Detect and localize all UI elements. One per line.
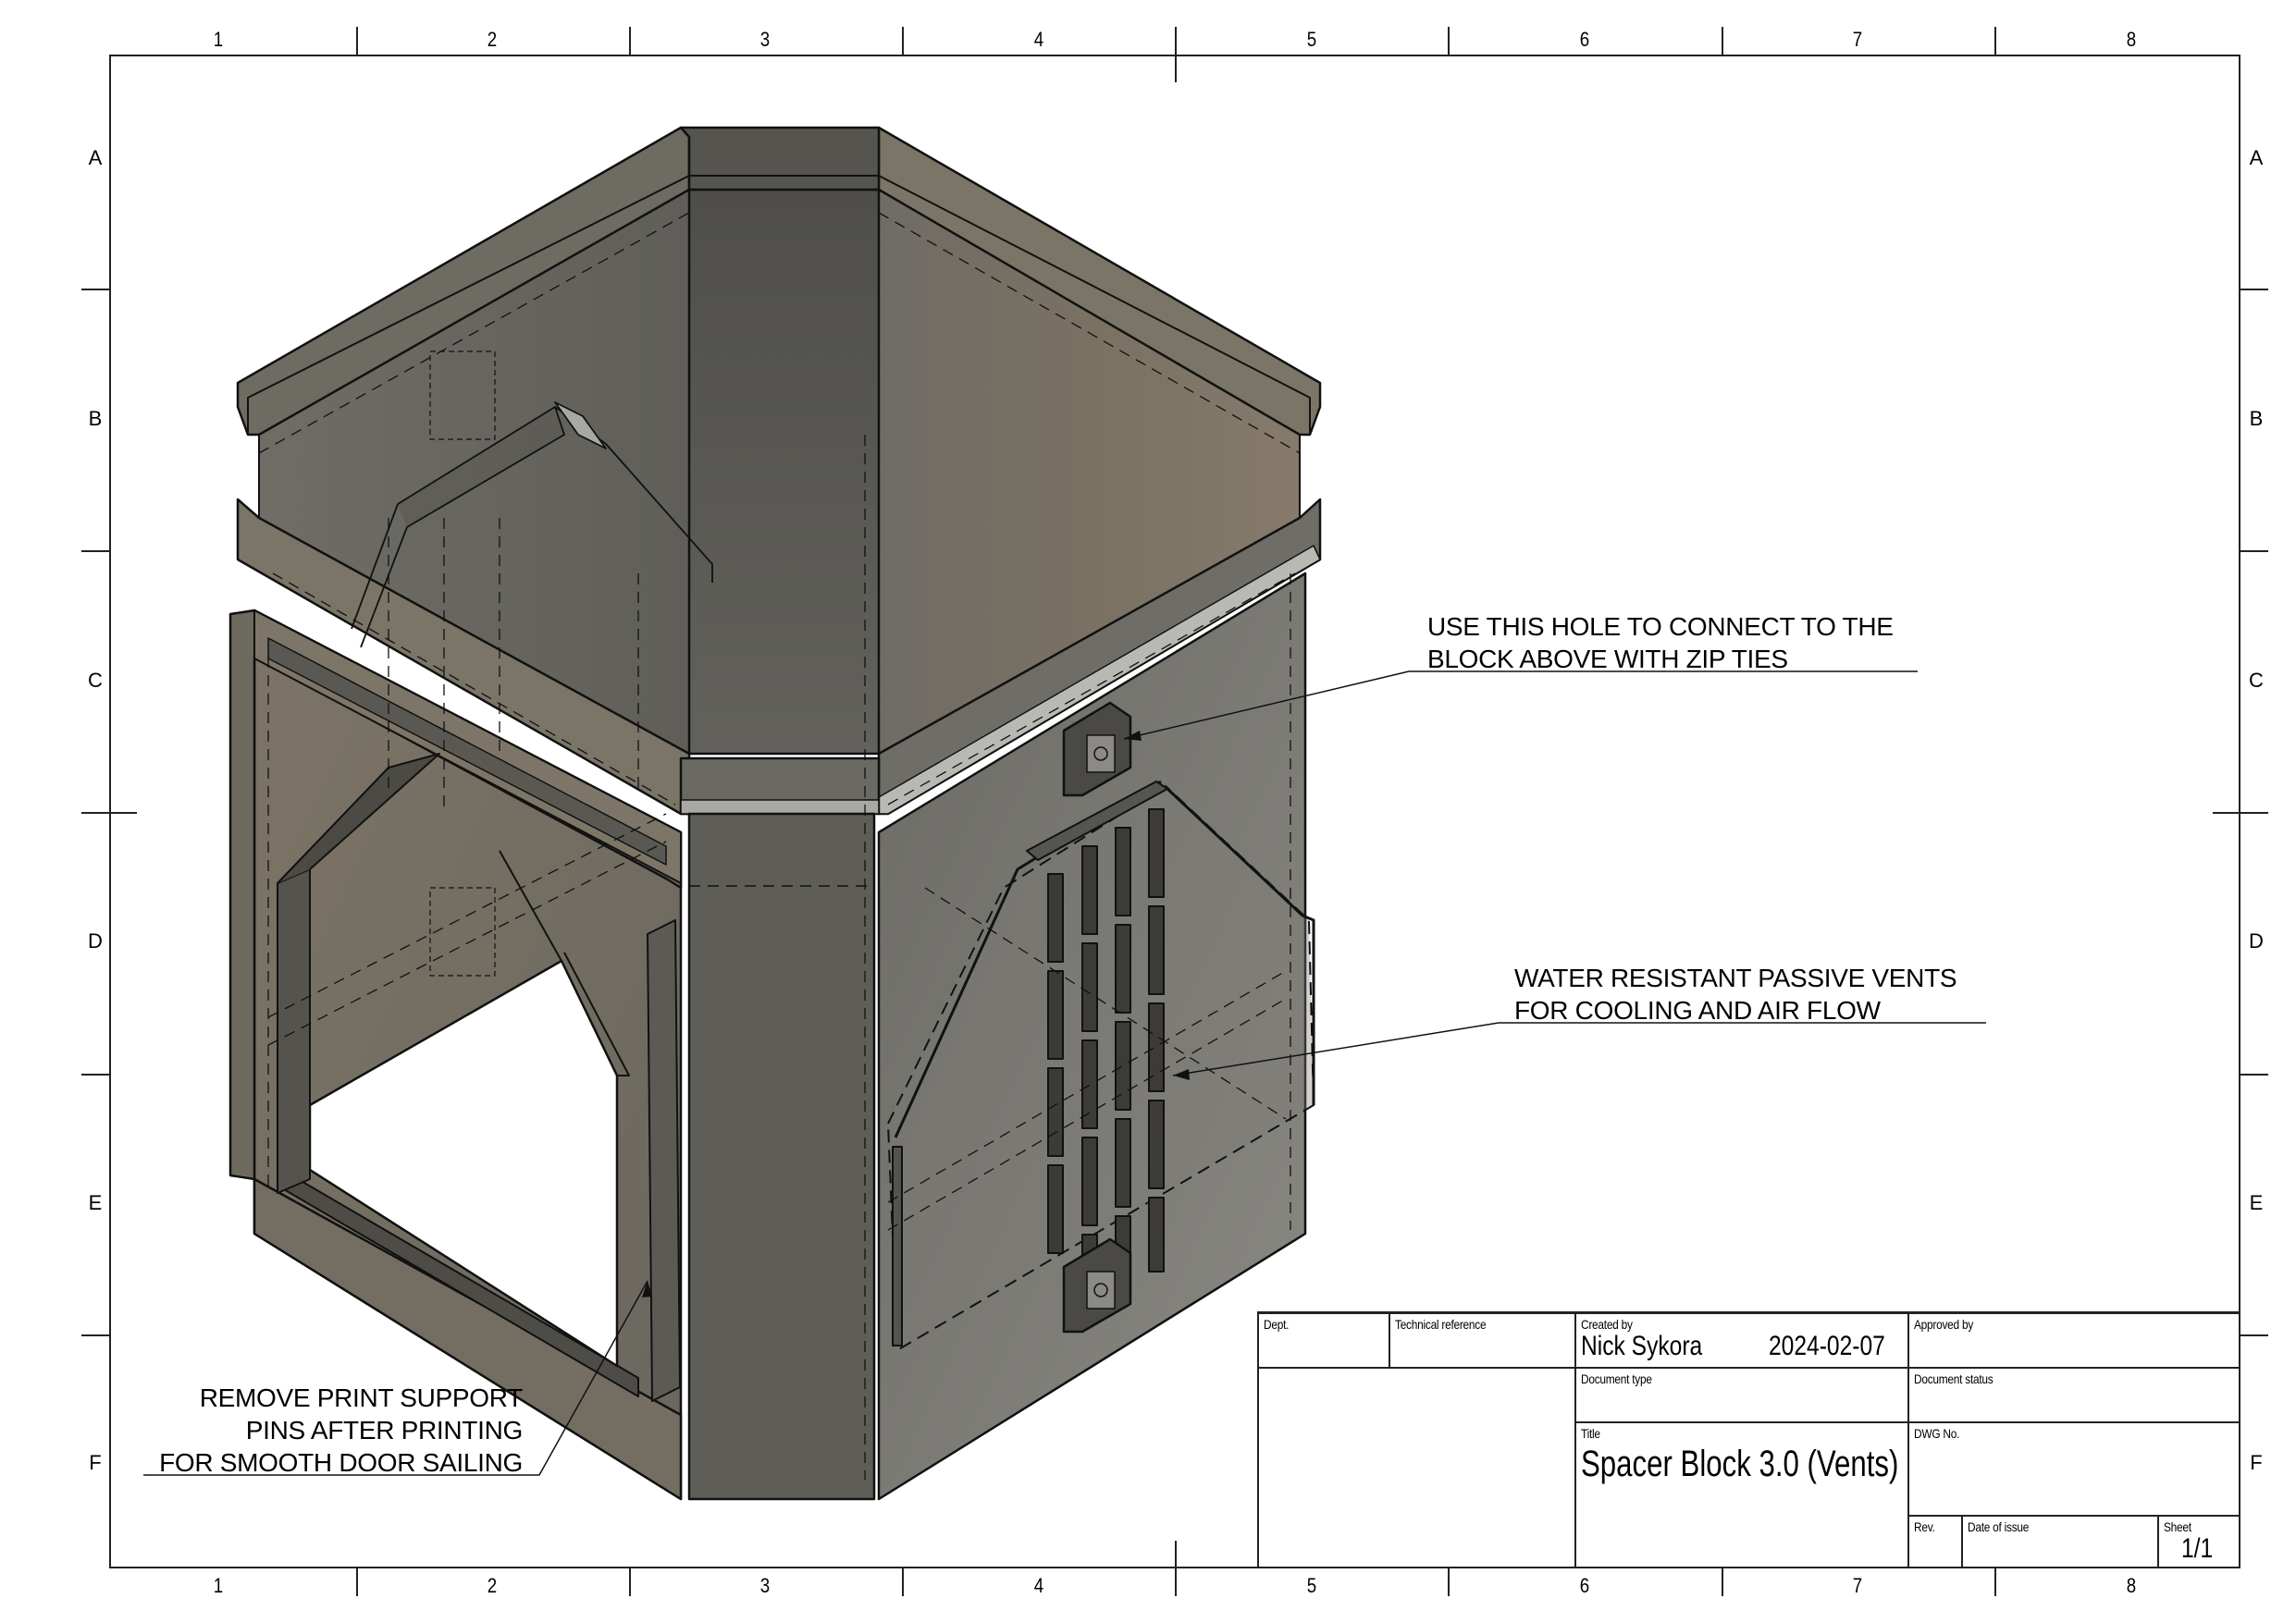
center-column-inner [687,188,881,756]
tb-document-status: Document status [1909,1369,2240,1423]
zone-col-label: 1 [213,1574,224,1597]
title-block: Dept. Technical reference Created by Nic… [1257,1311,2240,1568]
tb-blank-area [1259,1369,1576,1568]
zone-col-label: 1 [213,28,224,51]
tb-date-of-issue: Date of issue [1963,1517,2159,1568]
door-jamb-right [647,919,681,1402]
zone-col-label: 5 [1306,28,1317,51]
vent-panel [887,785,1315,1351]
zone-col-label: 6 [1579,1574,1590,1597]
zone-col-label: 8 [2126,1574,2137,1597]
tb-approved-by: Approved by [1909,1314,2240,1369]
zone-divider-left [81,1074,109,1076]
zone-divider-right [2240,1074,2268,1076]
inner-door-mechanism [351,401,713,648]
zone-row-label: C [2249,669,2264,692]
zone-col-label: 4 [1033,28,1044,51]
zone-col-label: 4 [1033,1574,1044,1597]
zone-divider-bottom [629,1568,631,1596]
zone-row-label: F [2250,1451,2263,1474]
zone-row-label: B [88,407,103,430]
drawing-title: Spacer Block 3.0 (Vents) [1581,1444,1899,1484]
zone-row-label: B [2249,407,2264,430]
door-jamb-left [277,868,311,1194]
sheet-number: 1/1 [2181,1533,2214,1564]
zone-divider-bottom [902,1568,904,1596]
zone-col-label: 3 [759,1574,771,1597]
zone-center-mark-top [1175,27,1177,82]
note-passive-vents: WATER RESISTANT PASSIVE VENTS FOR COOLIN… [1514,964,1957,1025]
zone-row-label: D [88,929,103,953]
leader-arrowheads [642,731,1190,1297]
zone-divider-right [2240,550,2268,552]
zone-divider-bottom [1722,1568,1723,1596]
zone-col-label: 5 [1306,1574,1317,1597]
zone-divider-right [2240,289,2268,290]
zone-col-label: 7 [1852,28,1863,51]
zone-row-label: F [89,1451,102,1474]
zone-divider-top [1448,27,1450,55]
zone-row-label: A [88,146,103,169]
tb-rev: Rev. [1909,1517,1963,1568]
zone-divider-left [81,1334,109,1336]
top-rim-back [679,126,881,191]
hidden-lines [258,212,1301,1480]
leader-lines [143,670,1986,1476]
tb-document-type: Document type [1576,1369,1909,1423]
zone-row-label: A [2249,146,2264,169]
created-by-name: Nick Sykora [1581,1331,1703,1361]
tb-title: Title Spacer Block 3.0 (Vents) [1576,1423,1909,1568]
zone-divider-top [902,27,904,55]
zone-divider-right [2240,1334,2268,1336]
zone-divider-left [81,289,109,290]
zone-divider-top [629,27,631,55]
zone-row-label: C [88,669,103,692]
zone-col-label: 8 [2126,28,2137,51]
zone-row-label: E [2249,1191,2264,1214]
zip-tie-clip-lower [1062,1237,1132,1334]
zone-col-label: 7 [1852,1574,1863,1597]
tb-dept: Dept. [1259,1314,1390,1369]
zone-divider-top [1722,27,1723,55]
created-date: 2024-02-07 [1769,1331,1885,1361]
zone-col-label: 2 [487,28,498,51]
zone-col-label: 3 [759,28,771,51]
right-face [877,572,1307,1501]
zone-divider-bottom [356,1568,358,1596]
zone-row-label: D [2249,929,2264,953]
tb-technical-reference: Technical reference [1390,1314,1576,1369]
note-zip-tie-hole: USE THIS HOLE TO CONNECT TO THE BLOCK AB… [1427,612,1894,673]
zone-col-label: 2 [487,1574,498,1597]
zone-divider-left [81,550,109,552]
tb-created-by: Created by Nick Sykora 2024-02-07 [1576,1314,1909,1369]
note-remove-supports: REMOVE PRINT SUPPORT PINS AFTER PRINTING… [159,1383,523,1477]
zone-center-mark-left [81,812,137,814]
zone-row-label: E [88,1191,103,1214]
wall-clip-ghost [429,350,496,977]
zone-center-mark-right [2213,812,2268,814]
zone-center-mark-bottom [1175,1541,1177,1596]
zone-divider-top [1994,27,1996,55]
zip-tie-clip-upper [1062,701,1132,797]
tb-sheet: Sheet 1/1 [2159,1517,2240,1568]
tb-dwg-no: DWG No. [1909,1423,2240,1517]
front-column [687,812,876,1501]
zone-divider-bottom [1448,1568,1450,1596]
zone-col-label: 6 [1579,28,1590,51]
zone-divider-top [356,27,358,55]
zone-divider-bottom [1994,1568,1996,1596]
